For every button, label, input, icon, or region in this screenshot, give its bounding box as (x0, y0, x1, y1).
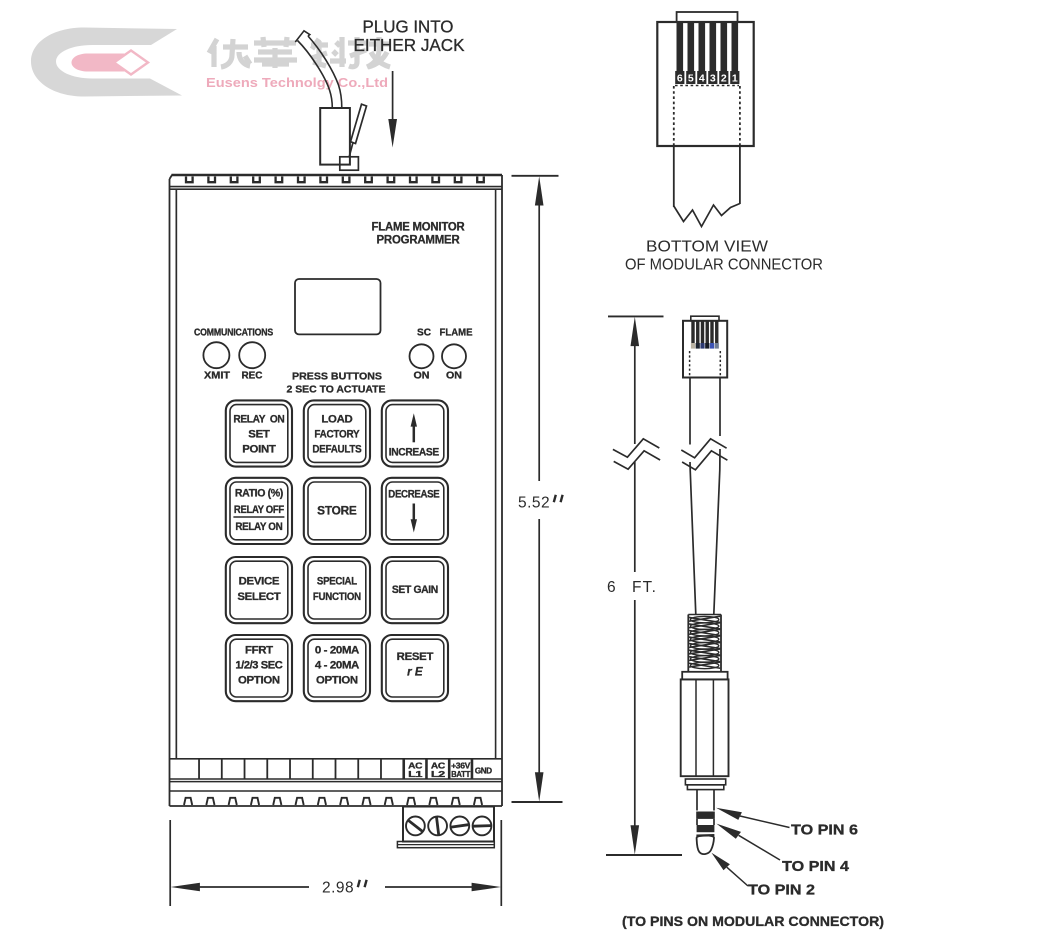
svg-text:FFRT: FFRT (245, 645, 273, 657)
svg-text:OPTION: OPTION (316, 675, 358, 687)
svg-text:ON: ON (414, 371, 430, 382)
svg-text:POINT: POINT (242, 443, 276, 455)
svg-text:DEVICE: DEVICE (239, 576, 280, 588)
svg-text:6: 6 (677, 73, 683, 85)
svg-text:2.98: 2.98 (322, 880, 354, 897)
svg-text:(TO PINS ON MODULAR CONNECTOR): (TO PINS ON MODULAR CONNECTOR) (622, 914, 884, 930)
svg-text:+36V: +36V (451, 760, 471, 770)
svg-text:L2: L2 (431, 769, 446, 779)
svg-text:STORE: STORE (317, 504, 357, 518)
svg-text:0 - 20MA: 0 - 20MA (315, 645, 359, 657)
svg-text:INCREASE: INCREASE (389, 446, 440, 458)
svg-text:RELAY ON: RELAY ON (233, 413, 284, 425)
svg-text:PRESS BUTTONS: PRESS BUTTONS (292, 372, 382, 383)
svg-text:DECREASE: DECREASE (388, 489, 440, 501)
svg-text:FLAME: FLAME (440, 328, 473, 339)
svg-text:SELECT: SELECT (237, 591, 280, 603)
svg-text:DEFAULTS: DEFAULTS (312, 443, 362, 455)
svg-text:SC: SC (417, 328, 431, 339)
svg-text:6: 6 (607, 579, 616, 596)
svg-text:1: 1 (732, 73, 738, 85)
svg-text:XMIT: XMIT (204, 371, 230, 382)
svg-text:OF MODULAR CONNECTOR: OF MODULAR CONNECTOR (625, 257, 823, 274)
svg-text:RESET: RESET (397, 651, 434, 663)
svg-text:COMMUNICATIONS: COMMUNICATIONS (194, 328, 273, 339)
svg-text:SET GAIN: SET GAIN (392, 584, 438, 596)
svg-text:SET: SET (248, 428, 270, 440)
svg-text:3: 3 (710, 73, 716, 85)
svg-text:Eusens Technolgy Co.,Ltd: Eusens Technolgy Co.,Ltd (206, 76, 388, 90)
svg-text:TO PIN 6: TO PIN 6 (791, 823, 858, 839)
svg-text:2: 2 (721, 73, 727, 85)
svg-text:FT.: FT. (632, 579, 657, 596)
svg-text:PROGRAMMER: PROGRAMMER (377, 233, 460, 247)
svg-text:BOTTOM VIEW: BOTTOM VIEW (646, 239, 768, 256)
svg-text:RELAY ON: RELAY ON (235, 521, 282, 533)
svg-text:4: 4 (699, 73, 705, 85)
svg-text:r E: r E (407, 666, 424, 679)
svg-text:GND: GND (475, 767, 492, 776)
svg-text:L1: L1 (408, 769, 423, 779)
svg-text:PLUG INTO: PLUG INTO (363, 17, 454, 37)
svg-text:TO PIN 4: TO PIN 4 (782, 859, 849, 875)
svg-text:FUNCTION: FUNCTION (313, 591, 361, 603)
svg-text:FLAME MONITOR: FLAME MONITOR (372, 220, 465, 234)
svg-text:SPECIAL: SPECIAL (317, 576, 357, 588)
svg-text:2 SEC TO ACTUATE: 2 SEC TO ACTUATE (287, 385, 386, 396)
svg-text:AC: AC (408, 760, 422, 770)
svg-text:1/2/3 SEC: 1/2/3 SEC (235, 660, 282, 672)
svg-text:ON: ON (446, 371, 462, 382)
svg-text:BATT: BATT (451, 769, 471, 779)
svg-text:5.52: 5.52 (518, 495, 550, 512)
svg-text:RATIO (%): RATIO (%) (235, 488, 284, 500)
svg-text:TO PIN 2: TO PIN 2 (748, 883, 815, 899)
svg-text:FACTORY: FACTORY (314, 428, 360, 440)
svg-text:OPTION: OPTION (238, 675, 280, 687)
svg-text:4 - 20MA: 4 - 20MA (315, 660, 359, 672)
svg-text:REC: REC (242, 371, 263, 382)
svg-text:EITHER JACK: EITHER JACK (354, 35, 465, 55)
svg-text:LOAD: LOAD (321, 413, 352, 425)
svg-text:RELAY OFF: RELAY OFF (234, 504, 285, 516)
svg-text:5: 5 (688, 73, 694, 85)
svg-text:AC: AC (431, 760, 445, 770)
